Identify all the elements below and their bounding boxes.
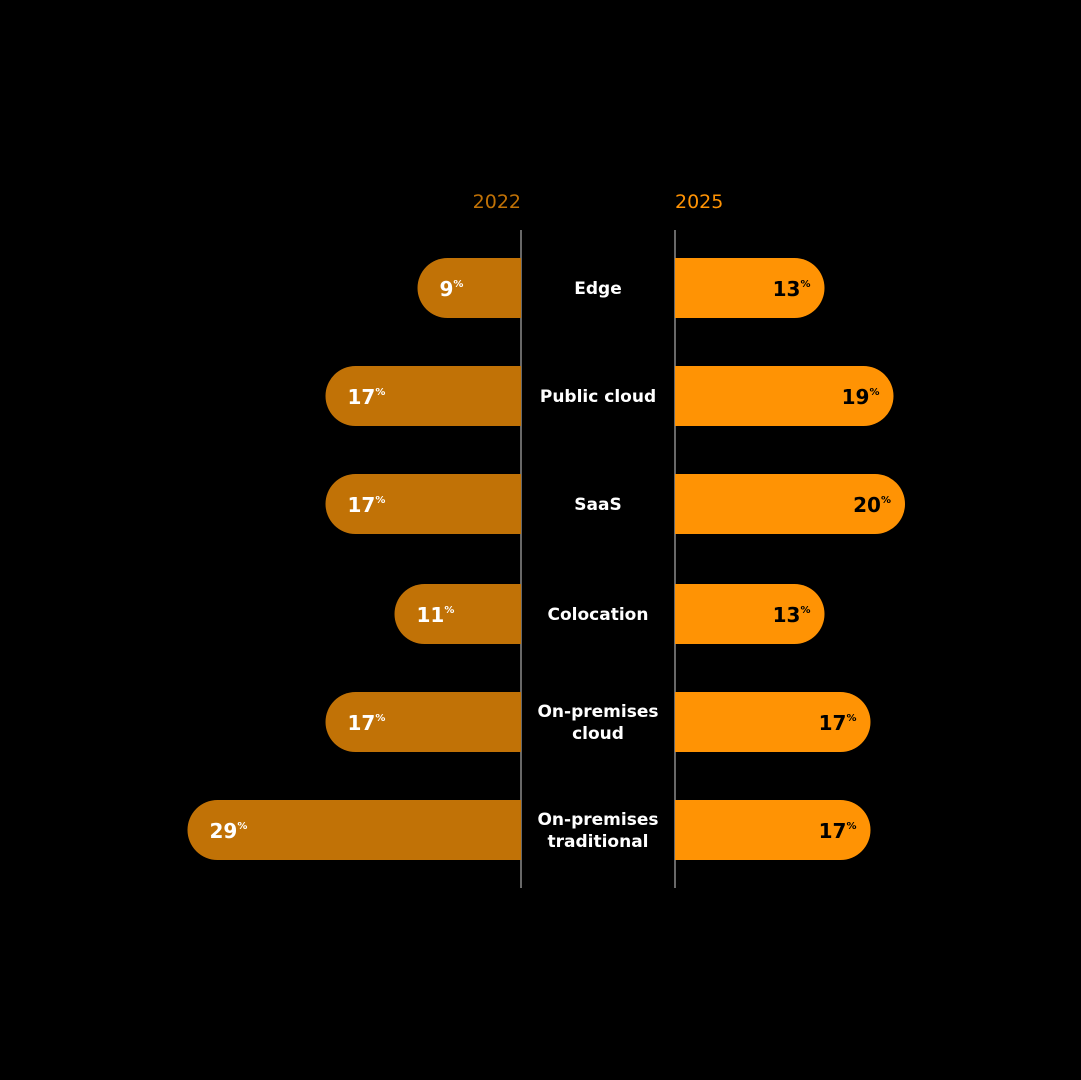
bar-2022-on-premises-cloud bbox=[325, 692, 521, 752]
value-label-2025-edge: 13% bbox=[773, 277, 811, 301]
bar-2025-saas bbox=[675, 474, 905, 534]
category-label-saas: SaaS bbox=[574, 495, 621, 515]
bar-2022-edge bbox=[417, 258, 521, 318]
bar-2022-saas bbox=[325, 474, 521, 534]
legend-2022: 2022 bbox=[473, 191, 521, 213]
bars-group: 9%17%17%11%17%29%13%19%20%13%17%17%EdgeP… bbox=[187, 258, 905, 860]
bar-2025-on-premises-cloud bbox=[675, 692, 871, 752]
legend-2025: 2025 bbox=[675, 191, 723, 213]
bar-2025-colocation bbox=[675, 584, 825, 644]
bar-2022-colocation bbox=[394, 584, 521, 644]
bar-2025-public-cloud bbox=[675, 366, 894, 426]
bar-2022-on-premises-traditional bbox=[187, 800, 522, 860]
category-label-public-cloud: Public cloud bbox=[540, 387, 656, 407]
bar-2022-public-cloud bbox=[325, 366, 521, 426]
category-label-edge: Edge bbox=[574, 279, 621, 299]
category-label-colocation: Colocation bbox=[548, 605, 649, 625]
bar-2025-edge bbox=[675, 258, 825, 318]
bar-2025-on-premises-traditional bbox=[675, 800, 871, 860]
